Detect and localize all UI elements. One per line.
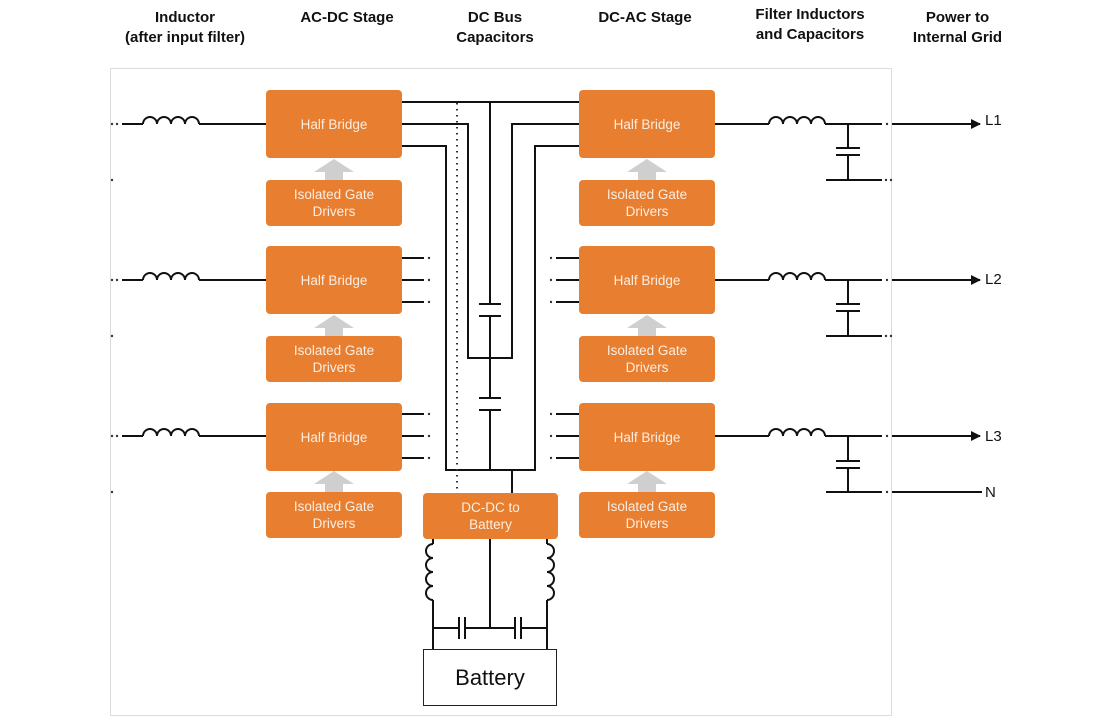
output-label-l2: L2 xyxy=(985,271,1002,288)
gate-arrow-icon xyxy=(627,471,667,492)
header-power-to-grid: Power to Internal Grid xyxy=(912,9,1003,46)
ac-dc-gate-drivers-1: Isolated Gate Drivers xyxy=(266,180,402,226)
header-dc-bus-capacitors: DC Bus Capacitors xyxy=(456,9,534,46)
ac-dc-gate-drivers-2: Isolated Gate Drivers xyxy=(266,336,402,382)
ac-dc-gate-drivers-3: Isolated Gate Drivers xyxy=(266,492,402,538)
dc-ac-half-bridge-2: Half Bridge xyxy=(579,246,715,314)
header-filter: Filter Inductors and Capacitors xyxy=(755,6,865,43)
gate-arrow-icon xyxy=(314,471,354,492)
header-dc-ac-stage: DC-AC Stage xyxy=(598,9,692,26)
ac-dc-half-bridge-2: Half Bridge xyxy=(266,246,402,314)
dc-ac-half-bridge-1: Half Bridge xyxy=(579,90,715,158)
gate-arrow-icon xyxy=(627,315,667,336)
battery-filter xyxy=(425,539,555,649)
header-inductor: Inductor (after input filter) xyxy=(125,9,245,46)
output-label-l3: L3 xyxy=(985,428,1002,445)
gate-arrow-icon xyxy=(314,315,354,336)
ac-dc-half-bridge-3: Half Bridge xyxy=(266,403,402,471)
gate-arrow-icon xyxy=(627,159,667,180)
output-label-n: N xyxy=(985,484,996,501)
output-filter-2 xyxy=(715,272,981,337)
dc-ac-gate-drivers-3: Isolated Gate Drivers xyxy=(579,492,715,538)
output-filter-1 xyxy=(715,116,981,181)
diagram-frame xyxy=(110,68,892,716)
dc-ac-gate-drivers-2: Isolated Gate Drivers xyxy=(579,336,715,382)
output-filter-3 xyxy=(715,428,982,493)
gate-arrow-icon xyxy=(314,159,354,180)
input-inductor-1 xyxy=(122,116,266,125)
input-inductor-3 xyxy=(122,428,266,437)
dc-ac-half-bridge-3: Half Bridge xyxy=(579,403,715,471)
dc-ac-gate-drivers-1: Isolated Gate Drivers xyxy=(579,180,715,226)
header-ac-dc-stage: AC-DC Stage xyxy=(300,9,394,26)
input-inductor-2 xyxy=(122,272,266,281)
ac-dc-half-bridge-1: Half Bridge xyxy=(266,90,402,158)
output-label-l1: L1 xyxy=(985,112,1002,129)
dc-dc-to-battery: DC-DC to Battery xyxy=(423,493,558,539)
battery: Battery xyxy=(423,649,557,706)
